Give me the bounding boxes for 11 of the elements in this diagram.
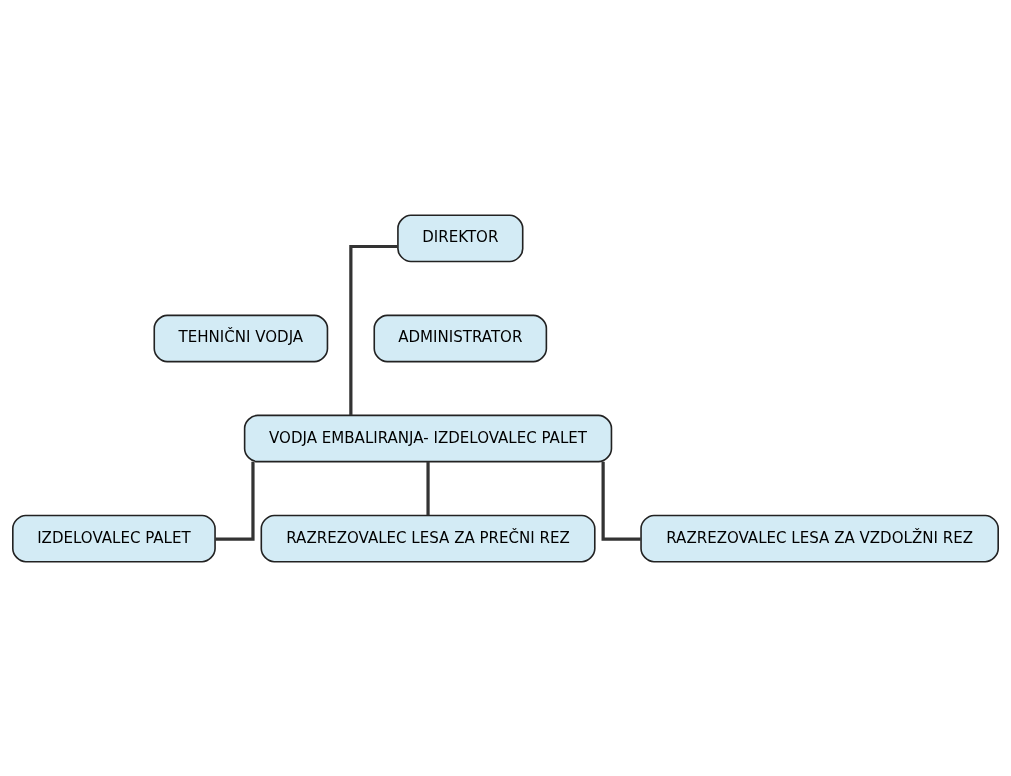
node-box: TEHNIČNI VODJA [153, 314, 329, 362]
connector [349, 244, 398, 415]
node-box: ADMINISTRATOR [373, 314, 548, 362]
connector [426, 461, 430, 515]
node-box: RAZREZOVALEC LESA ZA VZDOLŽNI REZ [640, 514, 999, 562]
node-box: VODJA EMBALIRANJA- IZDELOVALEC PALET [243, 414, 613, 462]
node-box: IZDELOVALEC PALET [12, 514, 216, 562]
node-box: DIREKTOR [397, 214, 524, 262]
connector [215, 461, 255, 541]
connector [601, 461, 641, 541]
node-box: RAZREZOVALEC LESA ZA PREČNI REZ [260, 514, 596, 562]
